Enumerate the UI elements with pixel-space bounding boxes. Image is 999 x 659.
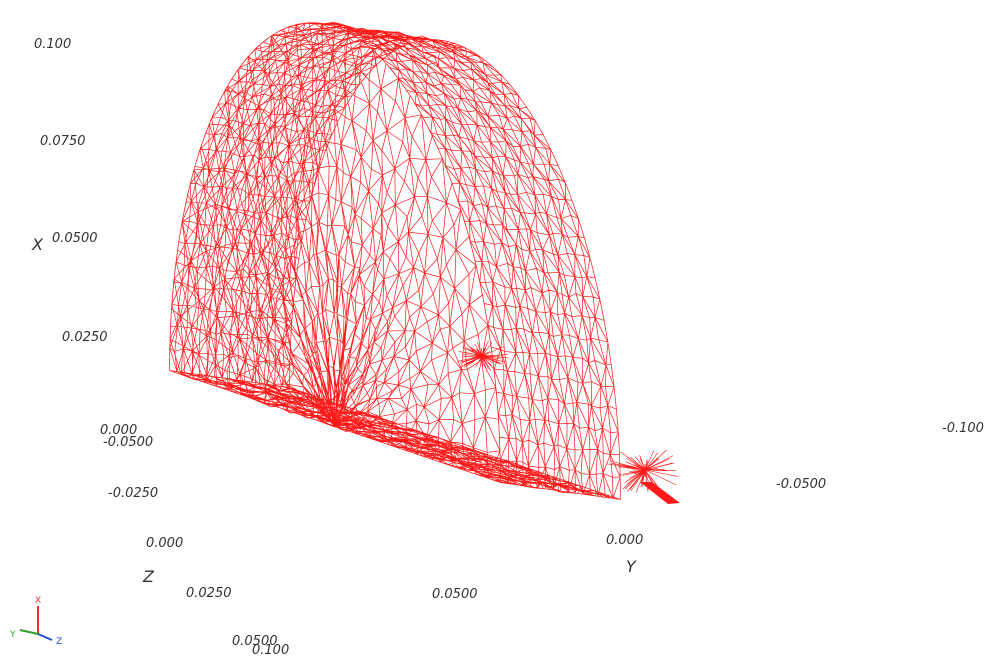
x-axis-labels: 0.100 0.0750 X 0.0500 0.0250 0.000 <box>31 37 137 438</box>
mesh-refinement-cluster <box>606 449 678 493</box>
x-tick-label: 0.0750 <box>40 134 86 149</box>
y-axis-labels: -0.100 -0.0500 0.000 Y 0.0500 0.100 <box>252 421 984 658</box>
x-tick-label: 0.000 <box>100 423 137 438</box>
x-axis-name: X <box>31 235 44 254</box>
z-tick-label: 0.0250 <box>186 586 232 601</box>
y-tick-label: 0.000 <box>606 533 643 548</box>
z-tick-label: -0.0500 <box>103 435 153 450</box>
z-axis-name: Z <box>142 567 155 586</box>
triad-z-label: Z <box>56 637 62 647</box>
y-tick-label: -0.100 <box>942 421 984 436</box>
triad-x-label: X <box>35 596 41 606</box>
y-axis-name: Y <box>626 557 637 576</box>
triad-z-axis-line <box>37 633 53 641</box>
z-axis-labels: -0.0500 -0.0250 0.000 Z 0.0250 0.0500 <box>103 435 278 649</box>
x-tick-label: 0.0500 <box>52 231 98 246</box>
z-tick-label: 0.0500 <box>232 634 278 649</box>
z-tick-label: -0.0250 <box>108 486 158 501</box>
y-tick-label: 0.100 <box>252 643 289 658</box>
wireframe-mesh <box>169 22 680 504</box>
mesh-edges <box>169 22 621 500</box>
orientation-triad: X Y Z <box>9 596 62 647</box>
feed-tab <box>640 482 680 504</box>
x-tick-label: 0.0250 <box>62 330 108 345</box>
triad-y-axis-line <box>19 629 39 635</box>
z-tick-label: 0.000 <box>146 536 183 551</box>
y-tick-label: -0.0500 <box>776 477 826 492</box>
triad-y-label: Y <box>9 630 16 640</box>
x-tick-label: 0.100 <box>34 37 71 52</box>
mesh-refinement-cluster <box>457 340 509 372</box>
y-tick-label: 0.0500 <box>432 587 478 602</box>
